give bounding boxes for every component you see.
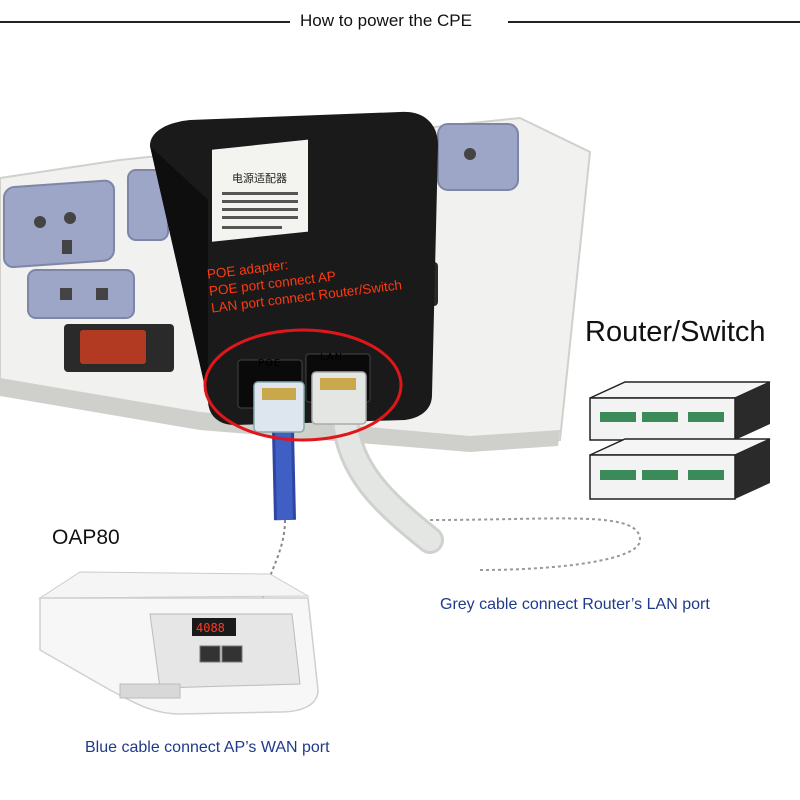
router-switch-device bbox=[589, 381, 771, 500]
oap-label: OAP80 bbox=[52, 526, 120, 549]
oap-device: 4088 bbox=[38, 571, 319, 715]
ap-display-readout: 4088 bbox=[196, 621, 225, 635]
title-rule-right bbox=[508, 21, 800, 23]
grey-cable-caption: Grey cable connect Router’s LAN port bbox=[440, 596, 710, 613]
blue-cable-caption: Blue cable connect AP’s WAN port bbox=[85, 739, 330, 756]
title-rule-left bbox=[0, 21, 290, 23]
socket bbox=[437, 123, 519, 191]
lan-port-label: LAN bbox=[320, 352, 343, 363]
router-switch-label: Router/Switch bbox=[585, 316, 766, 348]
grey-cable bbox=[331, 406, 642, 571]
poe-port-label: POE bbox=[258, 358, 281, 369]
rj45-plug-blue bbox=[253, 381, 305, 433]
adapter-label-title: 电源适配器 bbox=[232, 171, 287, 185]
rj45-plug-grey bbox=[311, 371, 367, 425]
highlight-circle bbox=[203, 328, 403, 442]
socket bbox=[27, 269, 135, 319]
socket bbox=[3, 179, 115, 269]
poe-adapter: 电源适配器 POE LAN bbox=[150, 111, 438, 433]
page-title: How to power the CPE bbox=[300, 11, 472, 30]
switch-left bbox=[64, 324, 174, 372]
title-bar: How to power the CPE bbox=[0, 8, 800, 36]
